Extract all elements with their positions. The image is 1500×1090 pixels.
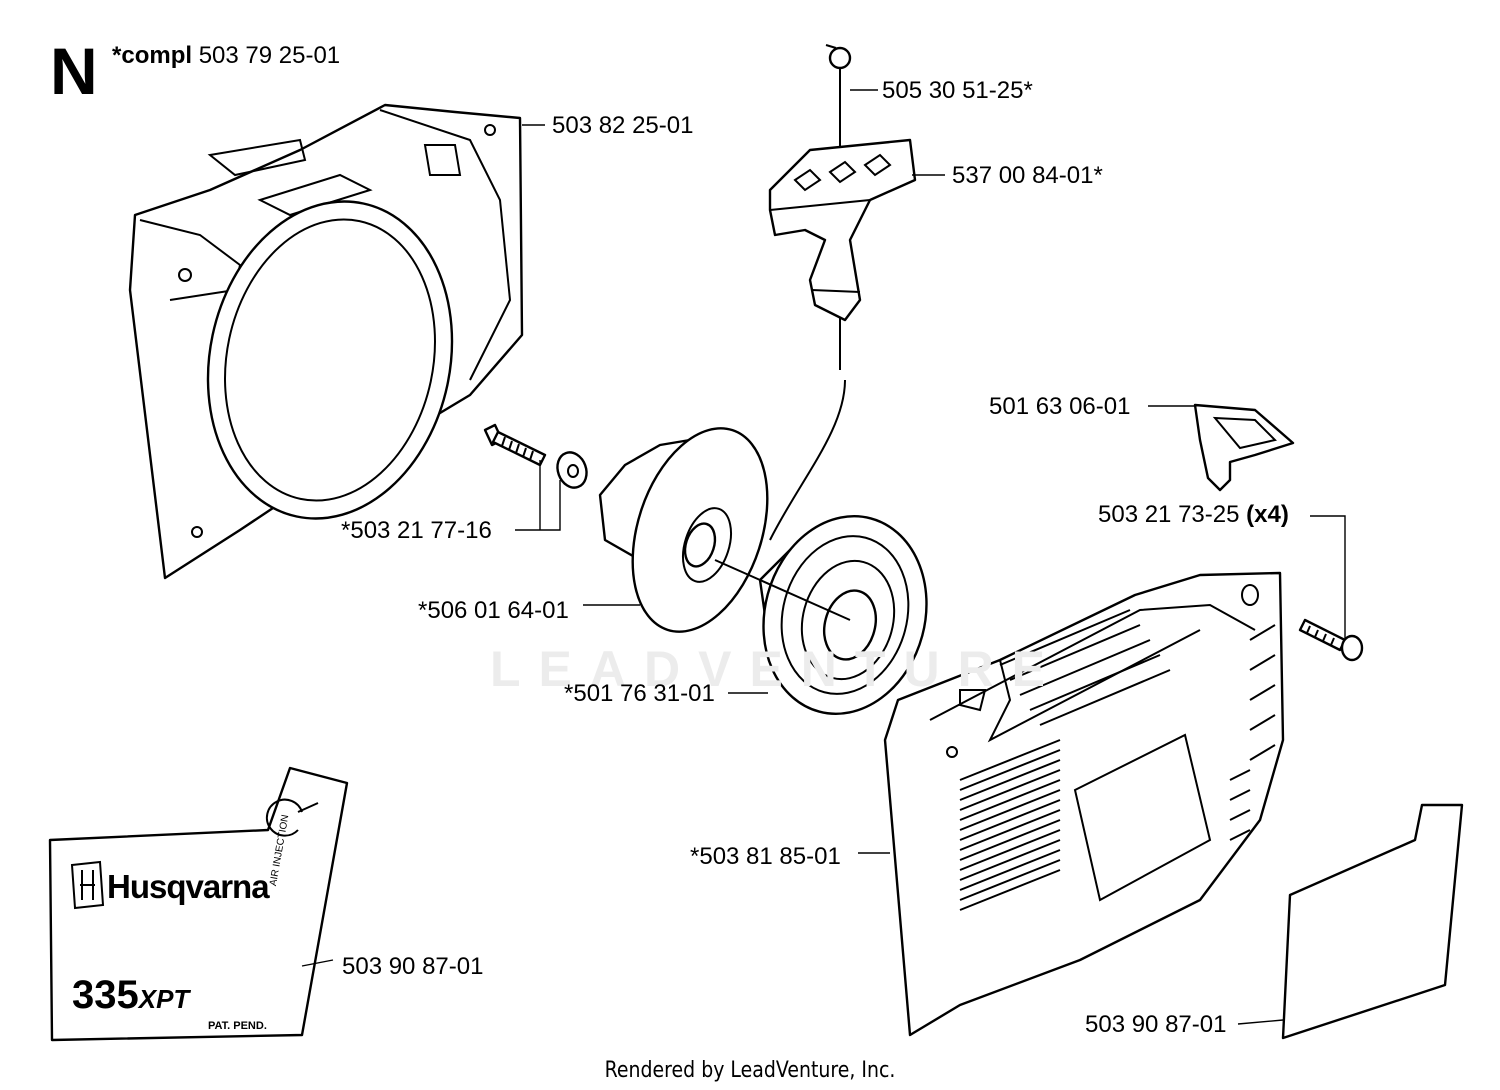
fan-cover (883, 571, 1285, 1037)
label-starter-housing[interactable]: 503 82 25-01 (552, 112, 694, 139)
complete-assembly-label: *compl 503 79 25-01 (112, 44, 340, 68)
label-fan-cover[interactable]: *503 81 85-01 (690, 843, 841, 870)
starter-pulley (598, 427, 769, 633)
label-screw-x4-part: 503 21 73-25 (1098, 501, 1240, 528)
screw-and-washer (483, 423, 588, 489)
label-decal-right[interactable]: 503 90 87-01 (1085, 1011, 1227, 1038)
leader-lines (301, 89, 1346, 1025)
decal-left (48, 766, 349, 1042)
label-starter-rope[interactable]: 505 30 51-25* (882, 77, 1033, 104)
label-rope-guide[interactable]: 501 63 06-01 (989, 393, 1131, 420)
decal-pat-pend: PAT. PEND. (208, 1020, 267, 1032)
footer-credit: Rendered by LeadVenture, Inc. (604, 1058, 896, 1083)
label-screw-x4-qty: (x4) (1246, 501, 1289, 528)
label-starter-handle[interactable]: 537 00 84-01* (952, 162, 1103, 189)
section-letter: N (50, 34, 98, 108)
decal-model-suffix: XPT (138, 984, 190, 1014)
screw-x4 (1298, 618, 1364, 662)
label-screw-x4[interactable]: 503 21 73-25 (x4) (1098, 503, 1289, 527)
rope-guide (1193, 403, 1295, 492)
starter-housing (128, 103, 524, 580)
compl-prefix: *compl (112, 42, 193, 69)
starter-handle (768, 138, 917, 322)
decal-right (1281, 803, 1464, 1040)
label-decal-left[interactable]: 503 90 87-01 (342, 953, 484, 980)
watermark: LEADVENTURE (490, 641, 1064, 697)
compl-part-number: 503 79 25-01 (198, 42, 341, 69)
decal-brand: Husqvarna (107, 868, 270, 905)
label-screw-washer[interactable]: *503 21 77-16 (341, 517, 492, 544)
decal-model: 335XPT (72, 975, 189, 1015)
label-pulley[interactable]: *506 01 64-01 (418, 597, 569, 624)
label-spring-cassette[interactable]: *501 76 31-01 (564, 680, 715, 707)
spring-cassette (714, 515, 928, 715)
decal-model-number: 335 (72, 973, 139, 1017)
